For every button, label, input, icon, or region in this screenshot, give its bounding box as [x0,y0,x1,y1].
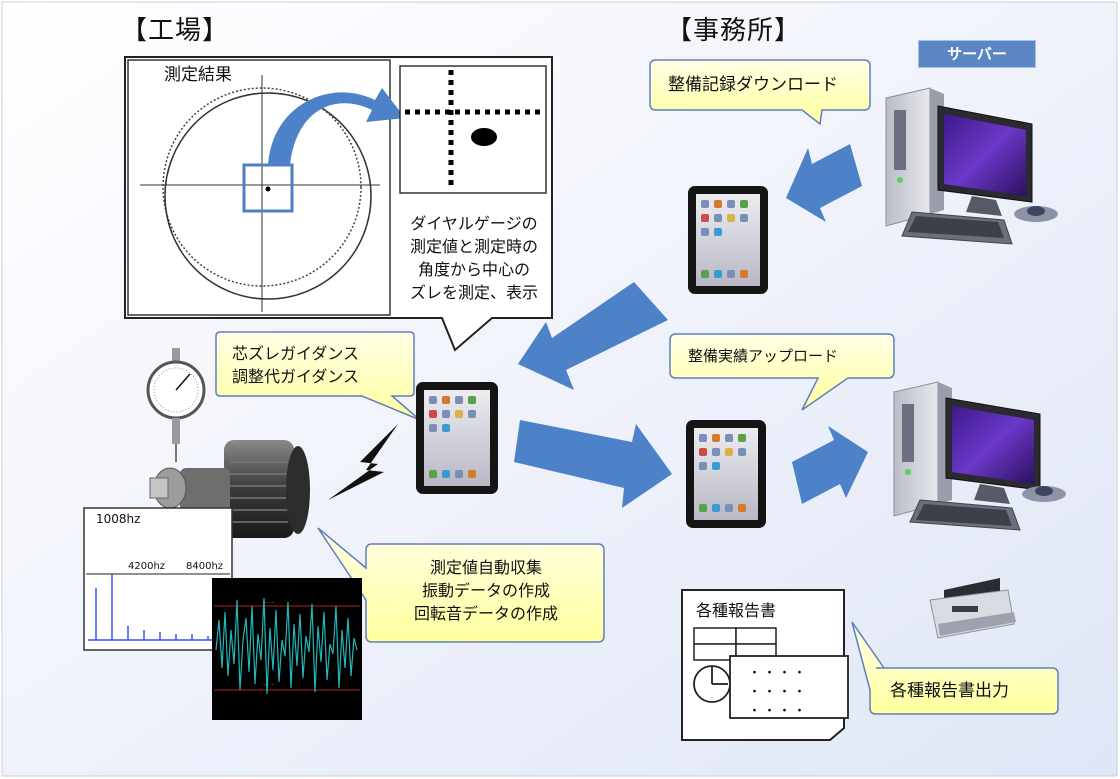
report-output-text: 各種報告書出力 [890,681,1009,701]
svg-text:···· ···: ···· ··· [262,682,275,688]
report-dots-line-3: ・・・・ [748,704,809,719]
printer [929,578,1016,639]
measurement-note-line-4: ズレを測定、表示 [409,283,538,302]
spectrum-chart [83,507,233,651]
tablet-office-bottom [686,420,766,528]
arrow-center-to-tablet [514,420,672,508]
report-dots-line-1: ・・・・ [748,666,809,681]
auto-collect-text: 測定値自動収集 振動データの作成 回転音データの作成 [370,556,602,625]
arrow-tablet-to-server-bottom [792,426,868,504]
download-callout [649,59,871,126]
spectrum-tick-1: 4200hz [128,561,166,572]
server-computer-bottom [893,381,1066,531]
report-title: 各種報告書 [696,601,777,620]
measurement-note-line-2: 測定値と測定時の [409,237,538,256]
server-computer-top [885,87,1058,245]
waveform-chart: ···· ··· ···· ··· [212,578,362,720]
guidance-callout [215,331,421,421]
report-output-callout [851,621,1059,715]
tablet-factory [416,382,498,494]
wireless-bolt-icon [328,424,398,500]
report-document [681,589,849,741]
upload-callout [669,333,895,411]
measurement-note-line-1: ダイヤルゲージの [410,214,538,233]
tablet-office-top [688,186,768,294]
arrow-tablet-to-center [518,282,668,390]
report-dots-line-2: ・・・・ [748,685,809,700]
measurement-panel [124,56,553,352]
office-section-title: 【事務所】 [666,16,802,46]
upload-text: 整備実績アップロード [688,347,839,365]
guidance-line-2: 調整代ガイダンス [232,367,360,386]
measured-circle [164,92,372,300]
report-dots: ・・・・ ・・・・ ・・・・ [748,664,808,721]
dial-gauge [146,348,206,462]
server-badge: サーバー [918,40,1036,68]
auto-collect-line-1: 測定値自動収集 [429,558,542,577]
spectrum-peak-label: 1008hz [96,512,141,526]
reference-circle [162,87,362,287]
svg-text:···· ···: ···· ··· [262,600,275,606]
download-text: 整備記録ダウンロード [668,75,838,95]
auto-collect-line-2: 振動データの作成 [421,581,550,600]
spectrum-tick-2: 8400hz [186,561,224,572]
guidance-text: 芯ズレガイダンス 調整代ガイダンス [232,342,359,388]
auto-collect-line-3: 回転音データの作成 [413,604,558,623]
measurement-note: ダイヤルゲージの 測定値と測定時の 角度から中心の ズレを測定、表示 [398,212,550,304]
measurement-note-line-3: 角度から中心の [417,260,530,279]
auto-collect-callout [317,527,605,643]
motor [149,440,310,538]
factory-section-title: 【工場】 [121,16,230,46]
zoomed-view [399,65,547,194]
zoom-arrow [268,88,405,165]
measurement-title: 測定結果 [164,65,232,85]
arrow-server-to-tablet-top [786,144,862,222]
guidance-line-1: 芯ズレガイダンス [232,344,360,363]
